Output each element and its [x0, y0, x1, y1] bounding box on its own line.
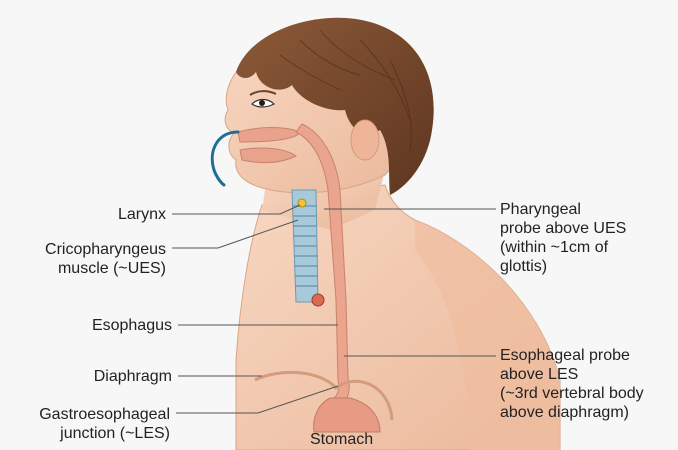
esophageal-line1: Esophageal probe: [500, 346, 644, 365]
label-pharyngeal-probe: Pharyngeal probe above UES (within ~1cm …: [500, 200, 626, 276]
esophageal-line3: (~3rd vertebral body: [500, 384, 644, 403]
cricopharyngeus-line2: muscle (~UES): [10, 259, 166, 278]
cricopharyngeus-line1: Cricopharyngeus: [10, 240, 166, 259]
pharyngeal-line1: Pharyngeal: [500, 200, 626, 219]
label-esophageal-probe: Esophageal probe above LES (~3rd vertebr…: [500, 346, 644, 422]
label-diaphragm: Diaphragm: [40, 367, 172, 386]
esophageal-line2: above LES: [500, 365, 644, 384]
label-esophagus: Esophagus: [40, 316, 172, 335]
pharyngeal-line2: probe above UES: [500, 219, 626, 238]
larynx-text: Larynx: [58, 205, 166, 224]
gej-line2: junction (~LES): [4, 424, 170, 443]
ear: [351, 120, 379, 160]
label-cricopharyngeus: Cricopharyngeus muscle (~UES): [10, 240, 166, 278]
label-stomach: Stomach: [310, 430, 373, 449]
esophagus-text: Esophagus: [40, 316, 172, 335]
pharyngeal-line4: glottis): [500, 257, 626, 276]
esophageal-line4: above diaphragm): [500, 403, 644, 422]
pharyngeal-line3: (within ~1cm of: [500, 238, 626, 257]
label-larynx: Larynx: [58, 205, 166, 224]
label-gej: Gastroesophageal junction (~LES): [4, 405, 170, 443]
diaphragm-text: Diaphragm: [40, 367, 172, 386]
gej-line1: Gastroesophageal: [4, 405, 170, 424]
stomach-text: Stomach: [310, 430, 373, 449]
